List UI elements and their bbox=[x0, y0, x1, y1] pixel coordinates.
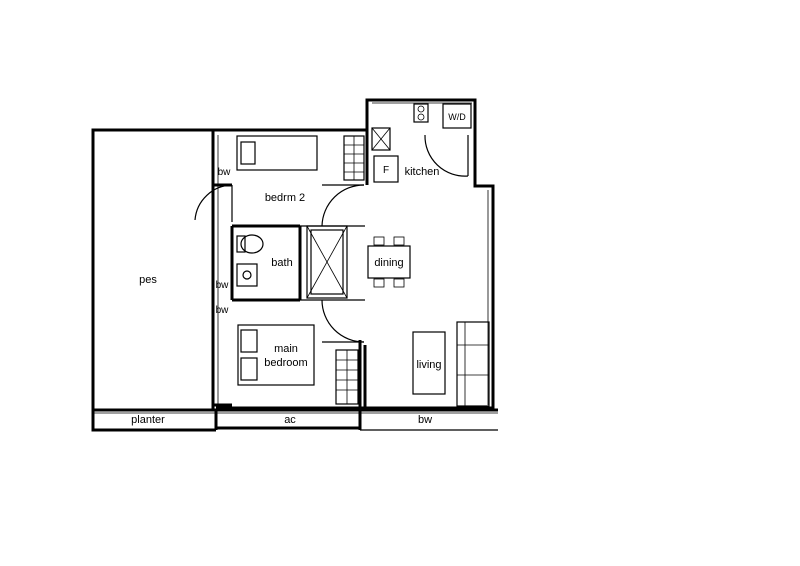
dining-label: dining bbox=[374, 257, 403, 269]
wardrobe-bedroom2 bbox=[343, 135, 365, 181]
living-furniture bbox=[412, 321, 490, 407]
ac-label: ac bbox=[284, 414, 296, 426]
washer-dryer-label: W/D bbox=[448, 112, 466, 122]
misc-labels: bw bw bw bw planter ac W/D F bbox=[131, 112, 466, 426]
room-labels: pes bedrm 2 bath main bedroom kitchen di… bbox=[139, 166, 441, 371]
fridge-label: F bbox=[383, 165, 389, 176]
bw-bottom-label: bw bbox=[418, 414, 432, 426]
main-bedroom-label-2: bedroom bbox=[264, 357, 307, 369]
interior-walls bbox=[213, 130, 369, 408]
bw-left-label-2: bw bbox=[216, 305, 230, 316]
wardrobe-main-bedroom bbox=[335, 349, 359, 405]
bed-bedroom2 bbox=[236, 135, 318, 171]
bedroom2-label: bedrm 2 bbox=[265, 192, 305, 204]
bath-label: bath bbox=[271, 257, 292, 269]
bed-main-bedroom bbox=[237, 324, 315, 386]
bw-left-label-1: bw bbox=[216, 280, 230, 291]
planter-label: planter bbox=[131, 414, 165, 426]
pes-label: pes bbox=[139, 274, 157, 286]
bw-bedroom2-label: bw bbox=[218, 167, 232, 178]
dining-table bbox=[367, 236, 411, 288]
kitchen-label: kitchen bbox=[405, 166, 440, 178]
bath-fixtures bbox=[236, 234, 264, 287]
main-bedroom-label-1: main bbox=[274, 343, 298, 355]
living-label: living bbox=[416, 359, 441, 371]
kitchen-fixtures bbox=[371, 103, 472, 183]
ledge-strip bbox=[93, 408, 498, 431]
shower bbox=[306, 225, 348, 299]
unit-walls bbox=[211, 98, 495, 410]
pes-area bbox=[91, 128, 216, 432]
doors bbox=[194, 134, 469, 343]
